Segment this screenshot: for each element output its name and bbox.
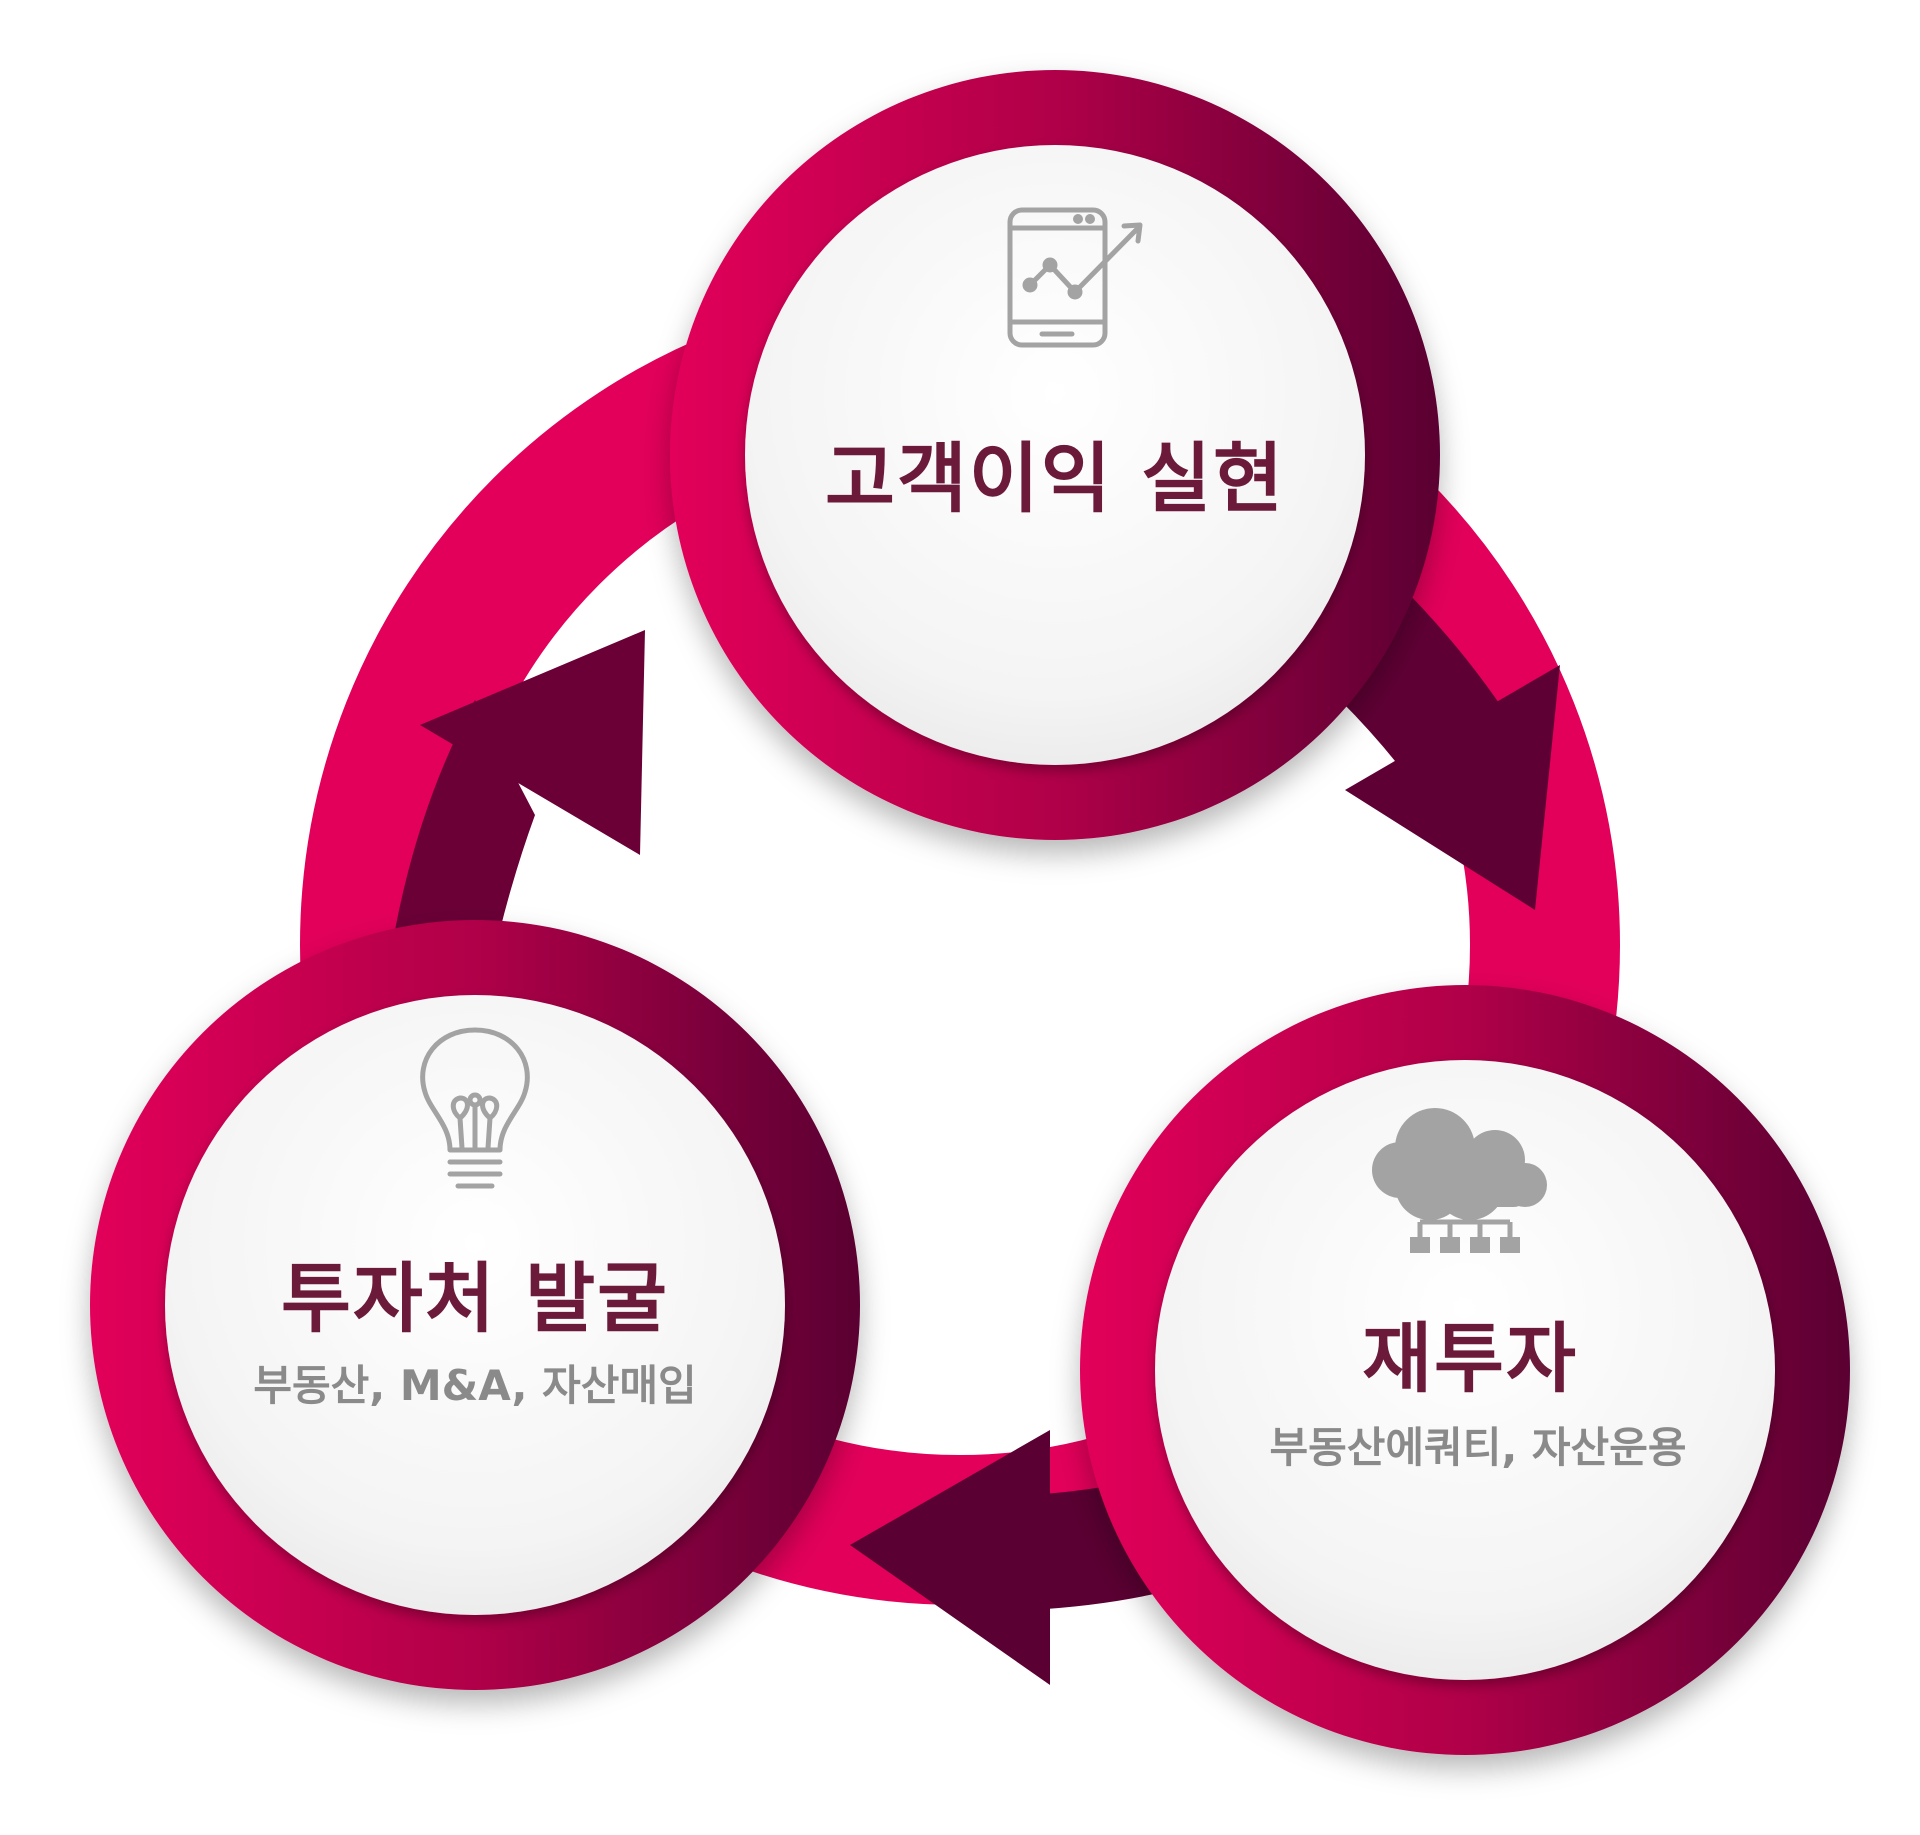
- tablet-chart-icon: [1007, 207, 1143, 348]
- node-disc: [165, 995, 785, 1615]
- cloud-network-icon: [1372, 1108, 1547, 1253]
- node-title: 고객이익 실현: [825, 434, 1285, 523]
- node-right: 재투자 부동산에쿼티, 자산운용: [1080, 985, 1850, 1755]
- node-top: 고객이익 실현: [670, 70, 1440, 840]
- arrow-head: [420, 630, 645, 855]
- node-disc: [745, 145, 1365, 765]
- node-subtitle: 부동산에쿼티, 자산운용: [1270, 1423, 1687, 1472]
- node-subtitle: 부동산, M&A, 자산매입: [253, 1361, 696, 1410]
- arrow-left-to-top: [395, 630, 645, 930]
- node-left: 투자처 발굴 부동산, M&A, 자산매입: [90, 920, 860, 1690]
- arrow-head: [1345, 665, 1560, 910]
- node-disc: [1155, 1060, 1775, 1680]
- node-title: 투자처 발굴: [281, 1254, 669, 1343]
- arrow-head: [850, 1430, 1050, 1685]
- lightbulb-icon: [420, 1027, 530, 1189]
- node-title: 재투자: [1362, 1314, 1578, 1403]
